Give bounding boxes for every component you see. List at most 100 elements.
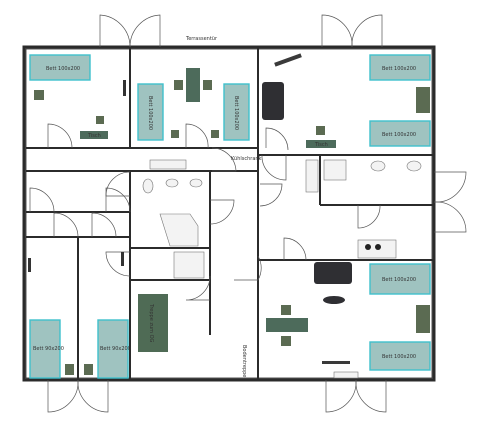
bed bbox=[369, 341, 431, 371]
interior-door[interactable] bbox=[265, 127, 289, 151]
interior-door[interactable] bbox=[105, 171, 131, 197]
shower bbox=[173, 251, 205, 279]
stairs-label: Treppe zum OG bbox=[148, 303, 154, 343]
interior-door[interactable] bbox=[105, 187, 131, 213]
interior-door[interactable] bbox=[261, 154, 287, 181]
coffee-table bbox=[323, 296, 345, 304]
nightstand bbox=[65, 364, 74, 375]
fixtures bbox=[142, 159, 422, 379]
sofa bbox=[314, 262, 352, 284]
table-label: Tisch bbox=[87, 133, 101, 139]
shower bbox=[159, 213, 199, 247]
interior-door[interactable] bbox=[211, 147, 237, 172]
interior-doors[interactable] bbox=[29, 123, 381, 301]
terrace-door-label: Terrassentür bbox=[185, 36, 218, 42]
sofa bbox=[262, 82, 284, 120]
staircase: Treppe zum OG bbox=[138, 294, 168, 352]
kitchen-counter bbox=[149, 159, 187, 170]
bed bbox=[369, 120, 431, 147]
bed-label: Bett 100x200 bbox=[382, 132, 416, 138]
table-label: Tisch bbox=[314, 142, 328, 148]
window bbox=[121, 252, 124, 266]
interior-door[interactable] bbox=[185, 123, 209, 149]
bed-label: Bett 100x200 bbox=[382, 277, 416, 283]
interior-door[interactable] bbox=[209, 199, 235, 225]
interior-door[interactable] bbox=[91, 212, 117, 238]
bed-label: Bett 100x200 bbox=[233, 96, 239, 130]
bed bbox=[369, 263, 431, 295]
interior-door[interactable] bbox=[47, 123, 73, 149]
exterior-door[interactable] bbox=[433, 201, 467, 233]
bed-label: Bett 90x200 bbox=[100, 346, 131, 352]
nightstand bbox=[34, 90, 44, 100]
exterior-door[interactable] bbox=[433, 171, 467, 203]
desk bbox=[80, 131, 108, 139]
chair bbox=[281, 336, 291, 346]
stairs bbox=[138, 294, 168, 352]
windows bbox=[28, 53, 350, 364]
beds: Bett 100x200 Bett 100x200 Bett 100x200 B… bbox=[29, 54, 431, 379]
nightstand bbox=[84, 364, 93, 375]
interior-door[interactable] bbox=[29, 187, 55, 213]
dining-table bbox=[266, 318, 308, 332]
exterior-door[interactable] bbox=[355, 379, 387, 413]
exterior-door[interactable] bbox=[99, 14, 131, 48]
exterior-door[interactable] bbox=[351, 14, 383, 48]
sink bbox=[323, 159, 347, 181]
bed-label: Bett 100x200 bbox=[46, 66, 80, 72]
fridge-label: Kühlschrank bbox=[231, 156, 262, 162]
sink bbox=[406, 160, 422, 172]
interior-door[interactable] bbox=[234, 255, 262, 281]
chair bbox=[316, 126, 325, 135]
bed bbox=[137, 83, 164, 141]
sink bbox=[189, 178, 203, 188]
exterior-door[interactable] bbox=[77, 379, 109, 413]
burner bbox=[365, 244, 371, 250]
exterior-wall-inner bbox=[25, 48, 433, 379]
window bbox=[28, 258, 31, 272]
interior-door[interactable] bbox=[185, 275, 211, 301]
chair bbox=[96, 116, 104, 124]
window bbox=[274, 53, 302, 67]
interior-door[interactable] bbox=[357, 204, 381, 229]
exterior-door[interactable] bbox=[47, 379, 79, 413]
bed bbox=[97, 319, 129, 379]
interior-door[interactable] bbox=[259, 183, 283, 207]
exterior-door[interactable] bbox=[129, 14, 161, 48]
nightstand bbox=[171, 130, 179, 138]
stairs-down-label: Bodentreppe bbox=[241, 345, 247, 377]
cabinet bbox=[416, 87, 430, 113]
interior-door[interactable] bbox=[53, 212, 79, 238]
nightstand bbox=[211, 130, 219, 138]
chair bbox=[281, 305, 291, 315]
room-labels: Terrassentür Kühlschrank Bodentreppe bbox=[185, 36, 262, 377]
exterior-door[interactable] bbox=[325, 379, 357, 413]
table bbox=[186, 68, 200, 102]
exterior-doors[interactable] bbox=[47, 14, 467, 413]
bed bbox=[369, 54, 431, 81]
exterior-wall bbox=[22, 45, 436, 382]
toilet bbox=[142, 178, 154, 194]
bed bbox=[29, 54, 91, 81]
window bbox=[322, 361, 350, 364]
chair bbox=[174, 80, 183, 90]
bed-label: Bett 100x200 bbox=[382, 354, 416, 360]
furniture: Tisch Tisch bbox=[34, 68, 430, 375]
sink bbox=[165, 178, 179, 188]
radiator bbox=[333, 371, 359, 379]
bed-label: Bett 100x200 bbox=[147, 96, 153, 130]
toilet bbox=[370, 160, 386, 172]
bed-label: Bett 100x200 bbox=[382, 66, 416, 72]
burner bbox=[375, 244, 381, 250]
kitchen-counter bbox=[305, 159, 319, 193]
interior-door[interactable] bbox=[283, 237, 307, 261]
interior-door[interactable] bbox=[105, 251, 131, 277]
chair bbox=[203, 80, 212, 90]
outer-walls bbox=[22, 45, 436, 382]
exterior-door[interactable] bbox=[321, 14, 353, 48]
desk bbox=[306, 140, 336, 148]
interior-walls bbox=[26, 47, 434, 380]
bed bbox=[29, 319, 61, 379]
cabinet bbox=[416, 305, 430, 333]
